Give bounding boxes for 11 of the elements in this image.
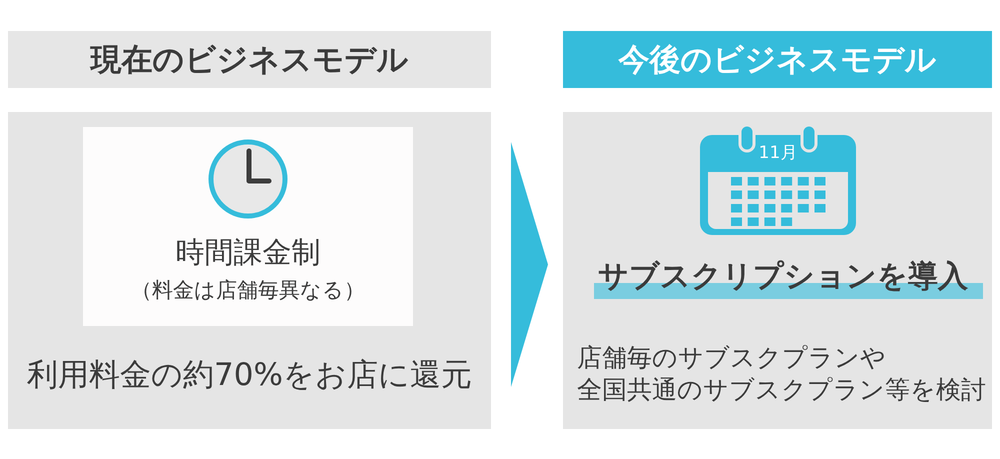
- card-subtitle: （料金は店舗毎異なる）: [131, 277, 365, 303]
- card-title: 時間課金制: [176, 234, 320, 270]
- header-band: 今後のビジネスモデル: [563, 31, 992, 88]
- chevron-arrow: [511, 142, 548, 387]
- content-panel: [563, 112, 992, 429]
- content-panel: [8, 112, 491, 429]
- body-text: 店舗毎のサブスクプランや全国共通のサブスクプラン等を検討: [577, 342, 986, 406]
- panel-text: 利用料金の約70%をお店に還元: [27, 356, 472, 394]
- month-label: 11月: [758, 143, 798, 163]
- header-band: 現在のビジネスモデル: [8, 31, 491, 88]
- card: [83, 127, 413, 326]
